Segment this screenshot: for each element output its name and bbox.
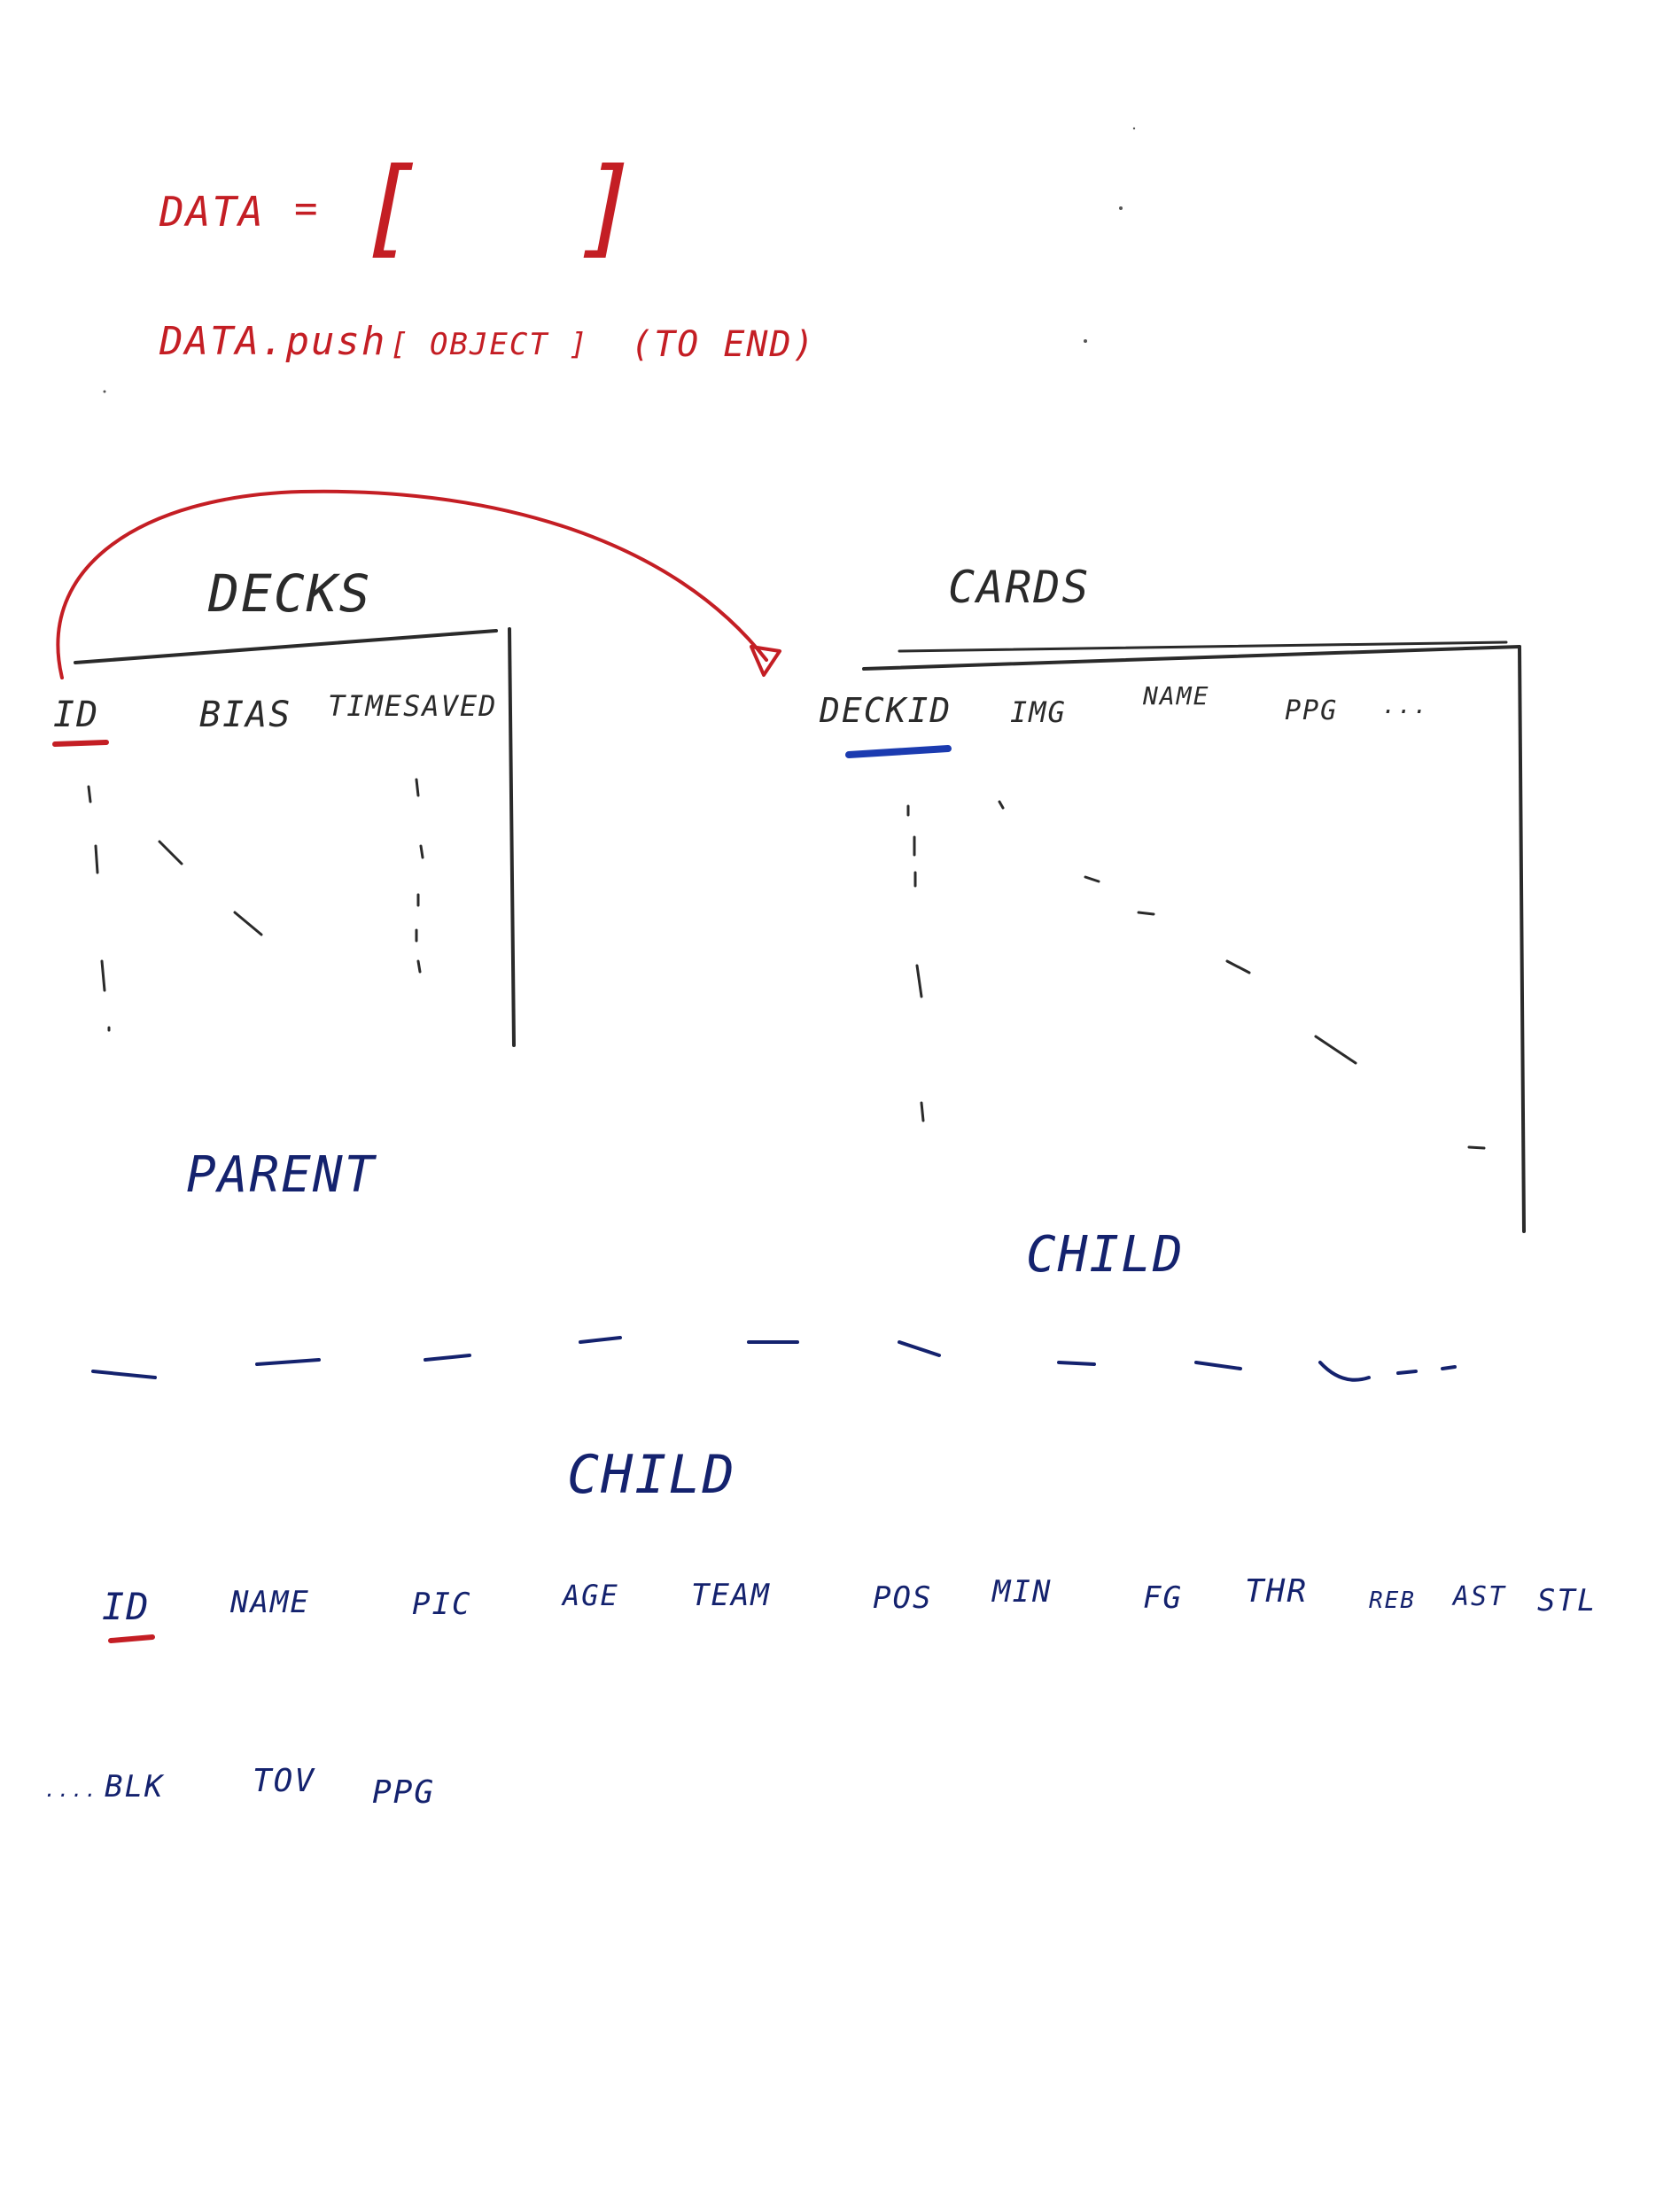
bottom-col-age: AGE xyxy=(561,1579,619,1612)
cards-title: CARDS xyxy=(948,562,1091,613)
bottom-columns-row2: .... BLK TOV PPG xyxy=(44,1763,435,1811)
bottom-row2-prefix: .... xyxy=(44,1780,98,1802)
bottom-id-underline xyxy=(108,1634,155,1643)
decks-col-timesaved: TIMESAVED xyxy=(328,689,497,723)
bottom-col-tov: TOV xyxy=(253,1763,315,1799)
open-bracket: [ xyxy=(359,146,424,269)
decks-col-bias: BIAS xyxy=(199,695,291,735)
decks-title: DECKS xyxy=(207,563,372,624)
relation-arrow xyxy=(56,489,781,679)
cards-col-deckid: DECKID xyxy=(819,691,952,730)
bottom-col-min: MIN xyxy=(991,1574,1052,1610)
cards-col-ppg: PPG xyxy=(1285,695,1338,726)
bottom-col-pos: POS xyxy=(873,1580,932,1616)
bottom-col-thr: THR xyxy=(1245,1573,1308,1610)
bottom-col-name: NAME xyxy=(229,1585,310,1620)
push-arg: [ OBJECT ] xyxy=(390,327,589,362)
push-note: (TO END) xyxy=(631,324,816,365)
cards-col-img: IMG xyxy=(1010,695,1067,729)
decks-role: PARENT xyxy=(186,1146,377,1204)
bottom-col-blk: BLK xyxy=(105,1769,165,1805)
board-specks xyxy=(103,127,1136,393)
bottom-col-team: TEAM xyxy=(691,1578,771,1613)
cards-role: CHILD xyxy=(1026,1226,1185,1284)
decks-table: DECKS ID BIAS TIMESAVED PARENT xyxy=(52,563,516,1204)
close-bracket: ] xyxy=(576,146,641,269)
cards-col-more: ... xyxy=(1382,693,1429,719)
bottom-table: CHILD ID NAME PIC AGE TEAM POS MIN FG TH… xyxy=(44,1444,1597,1811)
bottom-col-ppg: PPG xyxy=(372,1774,435,1811)
bottom-title: CHILD xyxy=(567,1444,736,1506)
decks-col-id: ID xyxy=(53,695,99,735)
bottom-col-id: ID xyxy=(102,1585,151,1628)
bottom-col-fg: FG xyxy=(1143,1580,1183,1616)
bottom-col-reb: REB xyxy=(1369,1587,1416,1614)
bottom-columns-row1: ID NAME PIC AGE TEAM POS MIN FG THR REB … xyxy=(102,1573,1597,1628)
cards-col-name: NAME xyxy=(1142,681,1209,710)
dashed-separator xyxy=(91,1336,1457,1382)
bottom-col-pic: PIC xyxy=(412,1587,471,1622)
data-label: DATA xyxy=(159,188,265,236)
equals-sign: = xyxy=(294,186,320,231)
bottom-col-stl: STL xyxy=(1537,1583,1597,1618)
top-notes: DATA = [ ] DATA.push [ OBJECT ] (TO END) xyxy=(159,146,816,365)
cards-table: CARDS DECKID IMG NAME PPG ... CHILD xyxy=(819,562,1526,1284)
push-line: DATA.push xyxy=(159,319,386,364)
bottom-col-ast: AST xyxy=(1451,1581,1506,1612)
